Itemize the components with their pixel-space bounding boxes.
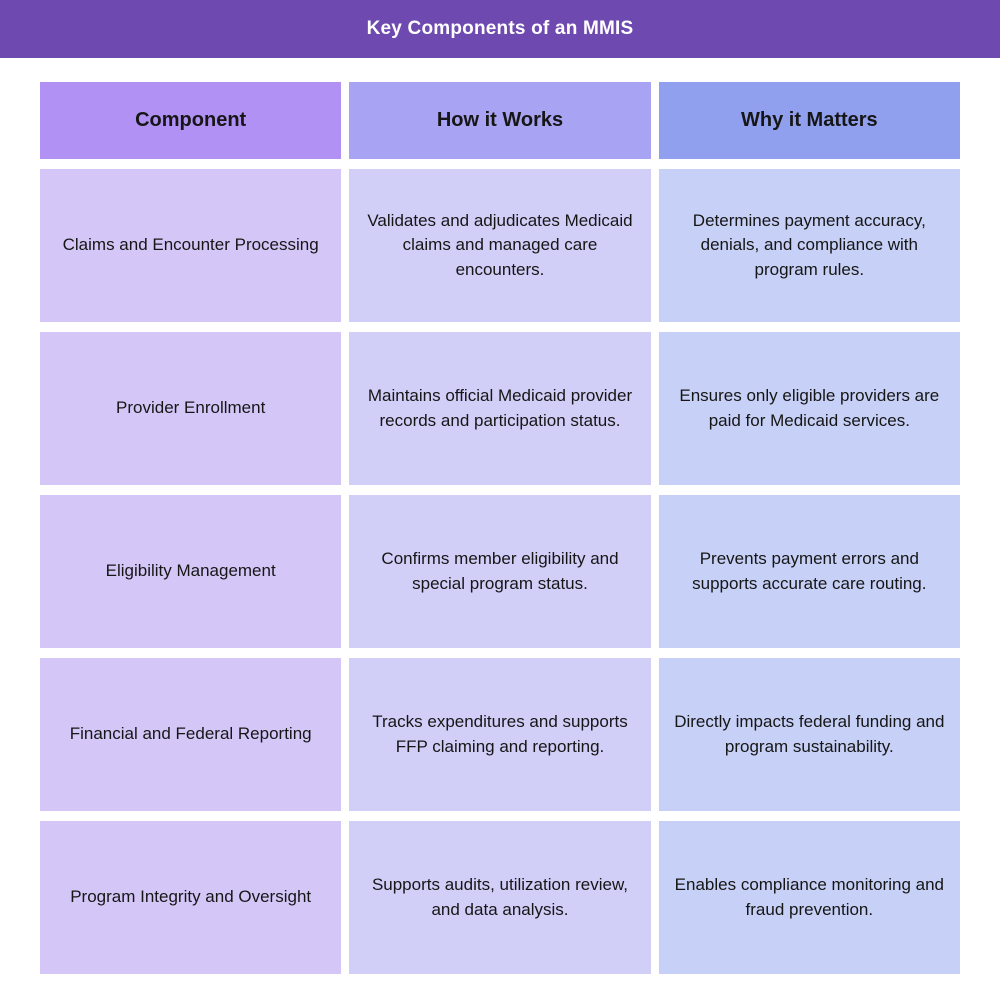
cell-r3-how-it-works: Confirms member eligibility and special … xyxy=(349,495,651,648)
cell-r1-why-it-matters: Determines payment accuracy, denials, an… xyxy=(658,169,960,322)
cell-r2-how-it-works: Maintains official Medicaid provider rec… xyxy=(349,332,651,485)
cell-r1-how-it-works: Validates and adjudicates Medicaid claim… xyxy=(349,169,651,322)
column-header-why-it-matters: Why it Matters xyxy=(658,82,960,159)
cell-r1-component: Claims and Encounter Processing xyxy=(40,169,342,322)
column-header-how-it-works: How it Works xyxy=(349,82,651,159)
cell-r5-why-it-matters: Enables compliance monitoring and fraud … xyxy=(658,821,960,974)
cell-r3-component: Eligibility Management xyxy=(40,495,342,648)
mmis-components-table: Component How it Works Why it Matters Cl… xyxy=(40,82,960,974)
cell-r4-component: Financial and Federal Reporting xyxy=(40,658,342,811)
column-header-component: Component xyxy=(40,82,342,159)
cell-r5-how-it-works: Supports audits, utilization review, and… xyxy=(349,821,651,974)
cell-r4-why-it-matters: Directly impacts federal funding and pro… xyxy=(658,658,960,811)
cell-r2-why-it-matters: Ensures only eligible providers are paid… xyxy=(658,332,960,485)
title-bar: Key Components of an MMIS xyxy=(0,0,1000,58)
page-title: Key Components of an MMIS xyxy=(366,18,634,39)
cell-r3-why-it-matters: Prevents payment errors and supports acc… xyxy=(658,495,960,648)
cell-r2-component: Provider Enrollment xyxy=(40,332,342,485)
cell-r4-how-it-works: Tracks expenditures and supports FFP cla… xyxy=(349,658,651,811)
cell-r5-component: Program Integrity and Oversight xyxy=(40,821,342,974)
